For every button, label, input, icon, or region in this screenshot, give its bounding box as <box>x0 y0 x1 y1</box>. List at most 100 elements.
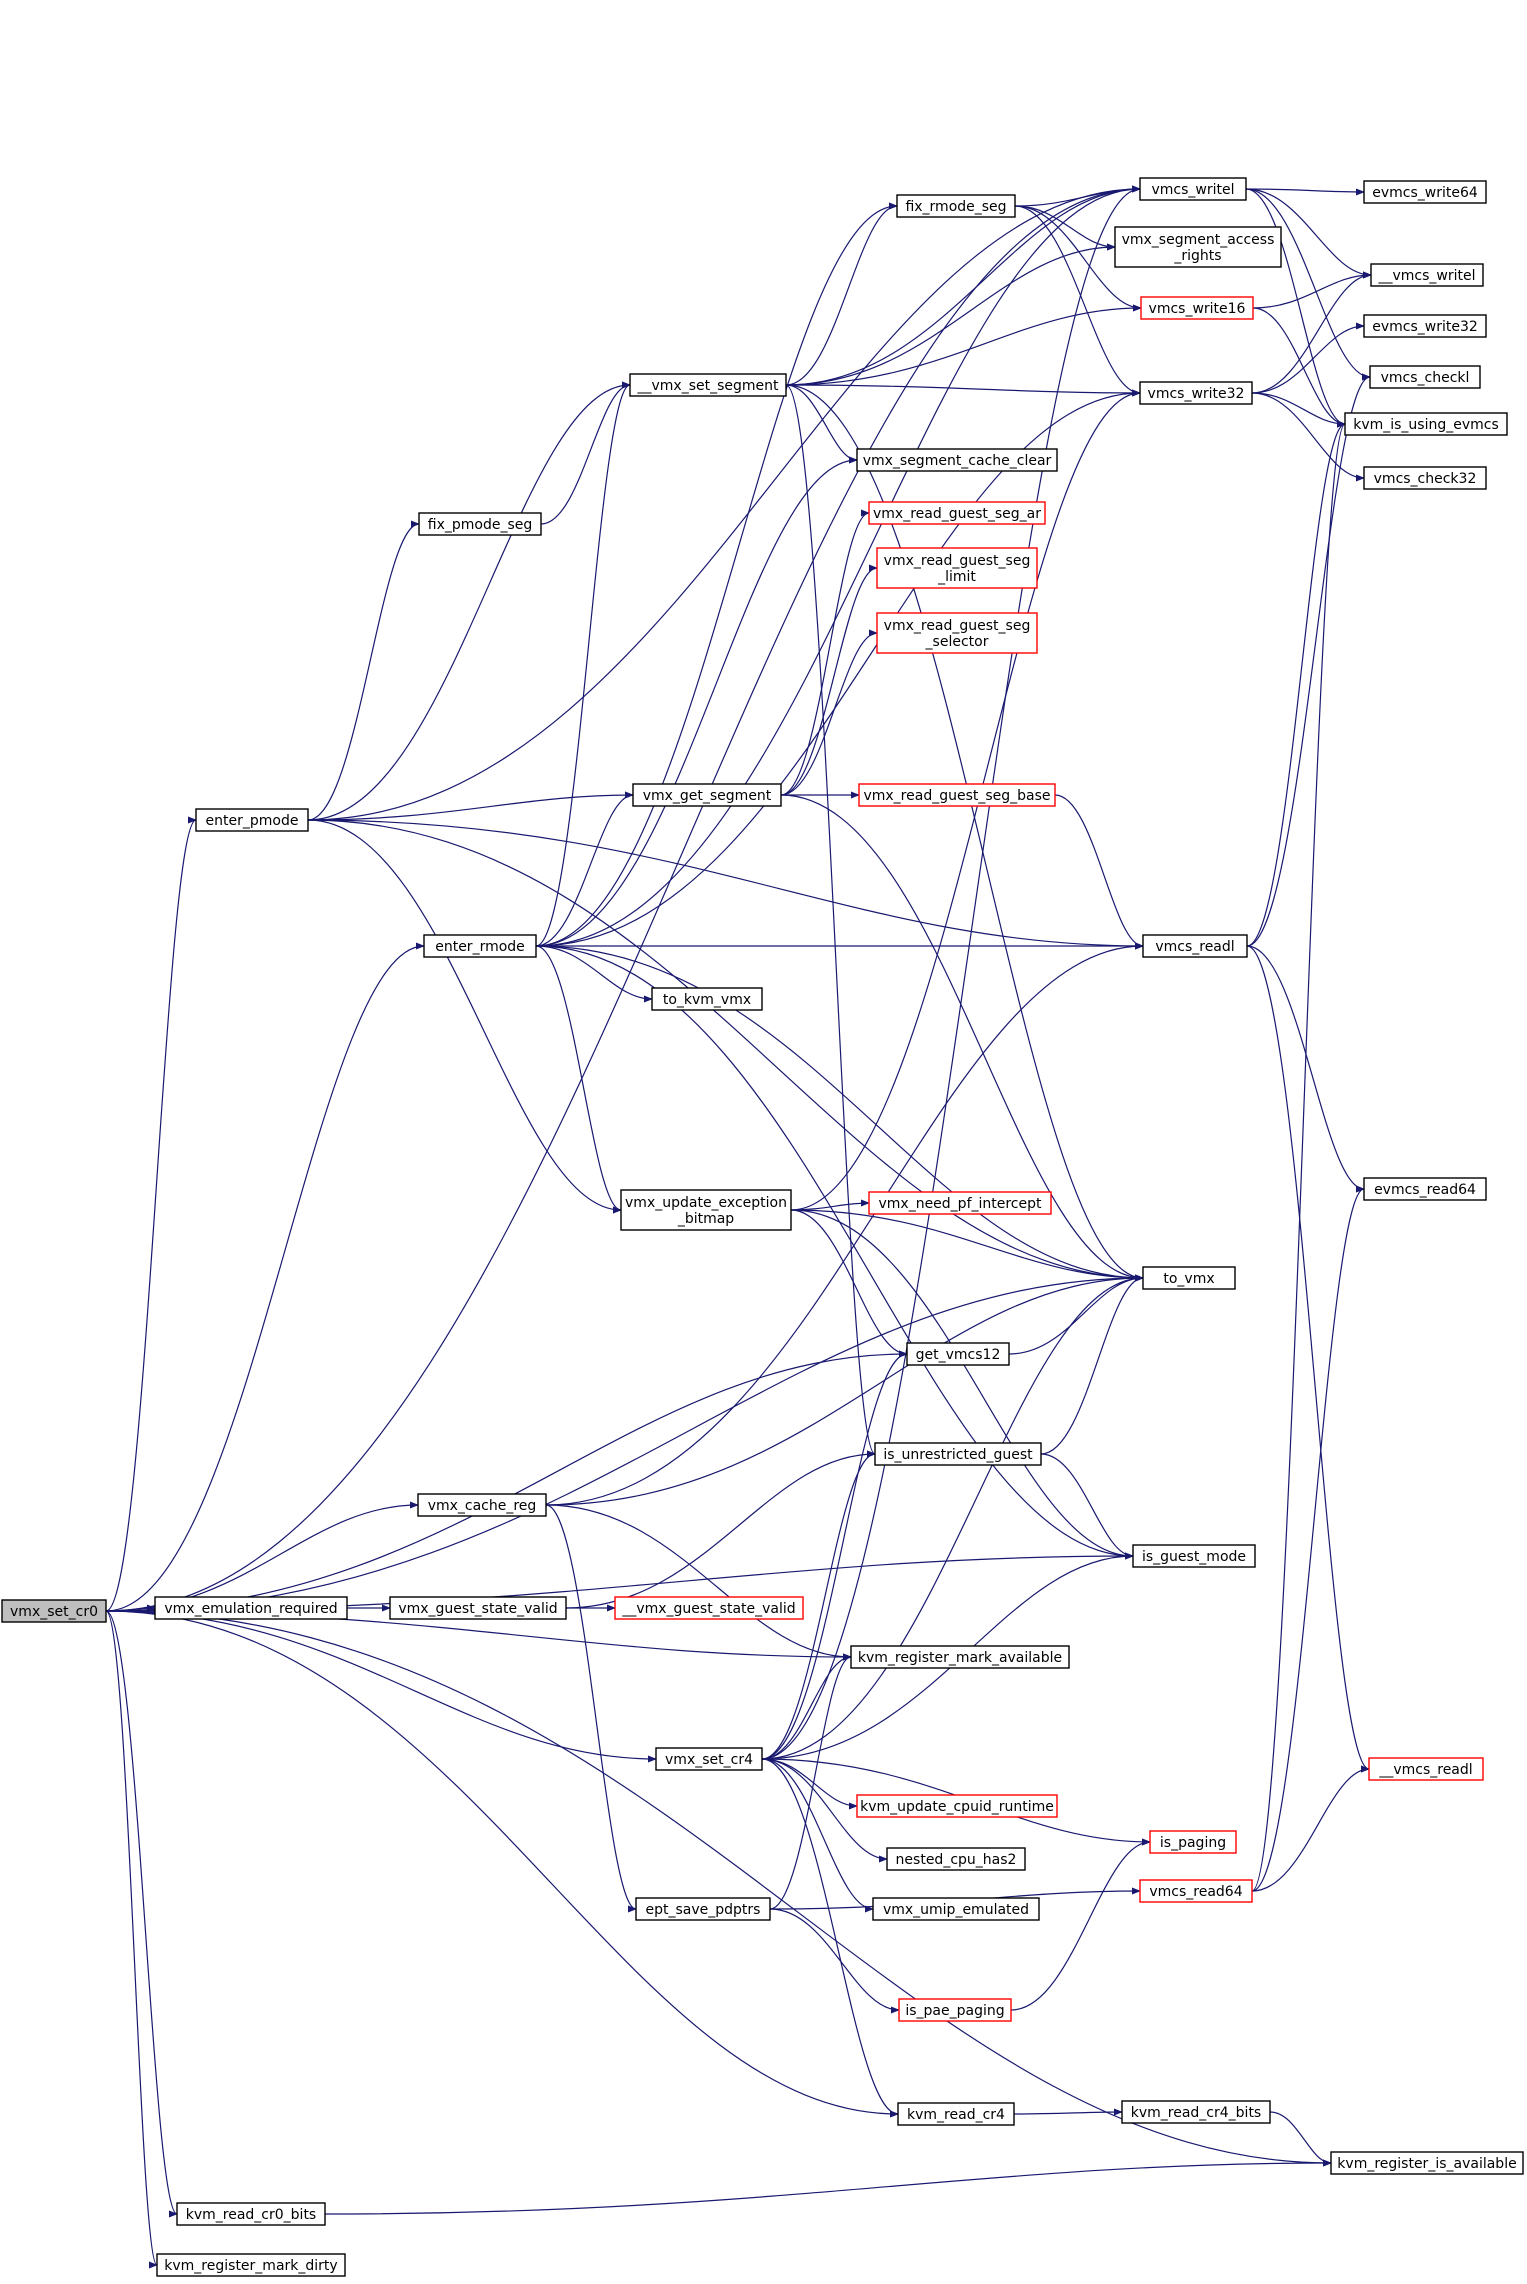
edge-line <box>1008 1274 1144 1355</box>
edge-line <box>761 1758 874 1913</box>
edge-vmcs_writel-to-evmcs_write64 <box>1245 188 1365 196</box>
edge-vmcs_write32-to-__vmcs_writel <box>1251 271 1372 394</box>
node-box <box>655 1747 763 1771</box>
node-box <box>1363 1177 1487 1201</box>
node-to-kvm-vmx[interactable]: to_kvm_vmx <box>651 987 763 1011</box>
node-vmx-guest-state-valid[interactable]: vmx_guest_state_valid <box>389 1596 567 1620</box>
node-evmcs-write32[interactable]: evmcs_write32 <box>1363 314 1487 338</box>
node-vmx-read-guest-seg-base[interactable]: vmx_read_guest_seg_base <box>858 783 1056 807</box>
edge-vmx_set_cr4-to-to_vmx <box>761 1274 1144 1760</box>
node-vmcs-checkl[interactable]: vmcs_checkl <box>1369 365 1481 389</box>
edge-vmx_read_guest_seg_base-to-vmcs_readl <box>1054 794 1144 950</box>
edge-line <box>1246 420 1346 947</box>
node-vmcs-readl[interactable]: __vmcs_readl <box>1368 1757 1484 1781</box>
edge-vmx_set_cr0-to-enter_rmode <box>105 942 425 1612</box>
node-vmx-update-exception-bitmap[interactable]: vmx_update_exception_bitmap <box>620 1189 792 1231</box>
edge-enter_rmode-to-to_vmx <box>535 945 1144 1282</box>
node-kvm-update-cpuid-runtime[interactable]: kvm_update_cpuid_runtime <box>856 1794 1058 1818</box>
node-is-paging[interactable]: is_paging <box>1149 1830 1237 1854</box>
edge-enter_pmode-to-vmx_update_exception_bitmap <box>307 819 622 1214</box>
node-kvm-read-cr0-bits[interactable]: kvm_read_cr0_bits <box>176 2202 326 2226</box>
node-vmx-need-pf-intercept[interactable]: vmx_need_pf_intercept <box>868 1191 1052 1215</box>
edge-line <box>105 1610 1332 2167</box>
node-evmcs-read64[interactable]: evmcs_read64 <box>1363 1177 1487 1201</box>
node-kvm-is-using-evmcs[interactable]: kvm_is_using_evmcs <box>1344 412 1508 436</box>
edge-vmx_set_segment-to-to_vmx <box>785 384 1144 1282</box>
node-vmx-read-guest-seg-ar[interactable]: vmx_read_guest_seg_ar <box>868 501 1046 525</box>
node-vmx-set-cr0[interactable]: vmx_set_cr0 <box>1 1599 107 1623</box>
edge-line <box>105 816 197 1612</box>
edge-vmx_set_cr4-to-kvm_read_cr4 <box>761 1758 899 2118</box>
node-box <box>1368 1757 1484 1781</box>
node-to-vmx[interactable]: to_vmx <box>1142 1266 1236 1290</box>
edge-line <box>1251 322 1365 394</box>
node-enter-rmode[interactable]: enter_rmode <box>423 934 537 958</box>
node-enter-pmode[interactable]: enter_pmode <box>195 808 309 832</box>
edge-vmcs_read64-to-evmcs_read64 <box>1251 1185 1365 1892</box>
node-vmcs-writel[interactable]: __vmcs_writel <box>1370 263 1484 287</box>
node-label: vmcs_check32 <box>1374 471 1477 487</box>
node-vmx-get-segment[interactable]: vmx_get_segment <box>632 783 782 807</box>
node-vmcs-write16[interactable]: vmcs_write16 <box>1140 296 1254 320</box>
node-label: is_paging <box>1160 1835 1226 1851</box>
node-vmx-umip-emulated[interactable]: vmx_umip_emulated <box>872 1897 1040 1921</box>
node-vmcs-read64[interactable]: vmcs_read64 <box>1139 1879 1253 1903</box>
edge-vmcs_write16-to-__vmcs_writel <box>1252 271 1372 309</box>
edge-line <box>785 384 1144 1282</box>
node-vmx-read-guest-seg-selector[interactable]: vmx_read_guest_seg_selector <box>876 612 1038 654</box>
node-vmcs-readl[interactable]: vmcs_readl <box>1142 934 1248 958</box>
node-vmx-set-segment[interactable]: __vmx_set_segment <box>629 373 787 397</box>
node-vmx-guest-state-valid[interactable]: __vmx_guest_state_valid <box>614 1596 804 1620</box>
node-vmx-cache-reg[interactable]: vmx_cache_reg <box>417 1493 547 1517</box>
node-box <box>1363 314 1487 338</box>
nodes: vmx_set_cr0 enter_pmode enter_rmode fix_pmo… <box>1 177 1524 2277</box>
edge-line <box>535 185 1141 947</box>
node-label: vmcs_checkl <box>1381 370 1470 386</box>
node-fix-rmode-seg[interactable]: fix_rmode_seg <box>896 194 1016 218</box>
node-vmcs-writel[interactable]: vmcs_writel <box>1139 177 1247 201</box>
node-vmx-set-cr4[interactable]: vmx_set_cr4 <box>655 1747 763 1771</box>
node-is-guest-mode[interactable]: is_guest_mode <box>1132 1544 1256 1568</box>
node-evmcs-write64[interactable]: evmcs_write64 <box>1363 180 1487 204</box>
edge-vmx_set_cr4-to-nested_cpu_has2 <box>761 1758 888 1863</box>
node-is-pae-paging[interactable]: is_pae_paging <box>898 1998 1012 2022</box>
node-fix-pmode-seg[interactable]: fix_pmode_seg <box>418 512 542 536</box>
node-kvm-register-mark-dirty[interactable]: kvm_register_mark_dirty <box>156 2253 346 2277</box>
node-label: nested_cpu_has2 <box>896 1852 1017 1868</box>
edge-line <box>790 1209 1134 1560</box>
edge-line <box>324 2159 1332 2215</box>
node-ept-save-pdptrs[interactable]: ept_save_pdptrs <box>635 1897 771 1921</box>
edge-line <box>761 1758 899 2118</box>
node-kvm-read-cr4-bits[interactable]: kvm_read_cr4_bits <box>1121 2100 1271 2124</box>
node-vmcs-write32[interactable]: vmcs_write32 <box>1139 381 1253 405</box>
edge-vmx_set_segment-to-vmcs_write32 <box>785 384 1141 397</box>
node-vmx-segment-cache-clear[interactable]: vmx_segment_cache_clear <box>856 448 1058 472</box>
node-vmcs-check32[interactable]: vmcs_check32 <box>1363 466 1487 490</box>
node-kvm-register-is-available[interactable]: kvm_register_is_available <box>1330 2151 1524 2175</box>
node-box <box>876 547 1038 589</box>
edge-vmx_set_segment-to-fix_rmode_seg <box>785 202 898 386</box>
edge-vmcs_writel-to-kvm_is_using_evmcs <box>1245 188 1346 428</box>
edge-vmcs_writel-to-vmcs_checkl <box>1245 188 1371 381</box>
edge-line <box>1013 2108 1123 2116</box>
node-vmx-segment-access-rights[interactable]: vmx_segment_access_rights <box>1114 226 1282 268</box>
node-box <box>1121 2100 1271 2124</box>
edge-line <box>307 819 1144 950</box>
node-nested-cpu-has2[interactable]: nested_cpu_has2 <box>886 1847 1026 1871</box>
edge-line <box>1246 945 1370 1773</box>
edge-line <box>761 1653 852 1760</box>
node-get-vmcs12[interactable]: get_vmcs12 <box>906 1342 1010 1366</box>
edge-get_vmcs12-to-to_vmx <box>1008 1274 1144 1355</box>
node-box <box>176 2202 326 2226</box>
edge-kvm_read_cr4_bits-to-kvm_register_is_available <box>1269 2111 1332 2167</box>
node-label: is_pae_paging <box>905 2003 1004 2019</box>
node-vmx-read-guest-seg-limit[interactable]: vmx_read_guest_seg_limit <box>876 547 1038 589</box>
node-box <box>156 2253 346 2277</box>
node-kvm-read-cr4[interactable]: kvm_read_cr4 <box>897 2102 1015 2126</box>
node-is-unrestricted-guest[interactable]: is_unrestricted_guest <box>874 1442 1042 1466</box>
node-label: enter_rmode <box>435 939 525 955</box>
node-vmx-emulation-required[interactable]: vmx_emulation_required <box>154 1596 348 1620</box>
edge-enter_rmode-to-vmx_get_segment <box>535 791 634 947</box>
node-kvm-register-mark-available[interactable]: kvm_register_mark_available <box>850 1645 1070 1669</box>
edge-vmcs_write32-to-vmcs_check32 <box>1251 392 1365 482</box>
